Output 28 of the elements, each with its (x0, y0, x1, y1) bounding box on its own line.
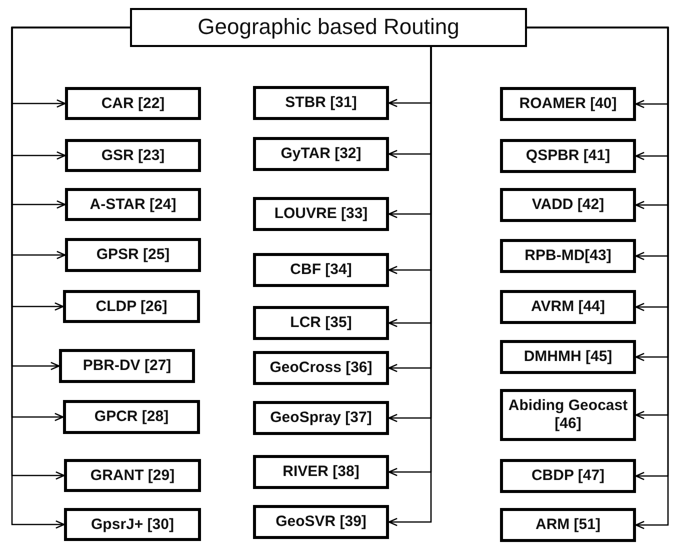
method-box: GpsrJ+ [30] (64, 508, 201, 541)
method-box: CLDP [26] (63, 290, 200, 323)
method-box: ARM [51] (500, 508, 636, 542)
method-box: RIVER [38] (253, 455, 389, 489)
method-box: LCR [35] (253, 306, 389, 340)
method-box: ROAMER [40] (500, 87, 636, 121)
method-box: DMHMH [45] (500, 340, 636, 374)
method-box: VADD [42] (500, 188, 636, 222)
method-box: STBR [31] (253, 86, 389, 120)
method-box: GSR [23] (65, 139, 201, 172)
method-box: GPCR [28] (63, 400, 200, 434)
method-box: PBR-DV [27] (59, 349, 195, 383)
method-box: GPSR [25] (65, 238, 201, 272)
method-box: GRANT [29] (64, 459, 201, 492)
method-box: GyTAR [32] (253, 137, 389, 171)
method-box: QSPBR [41] (500, 139, 636, 173)
method-box: CAR [22] (65, 87, 201, 120)
category-box: Geographic based Routing (130, 8, 527, 47)
method-box: CBF [34] (253, 253, 389, 287)
method-box: CBDP [47] (500, 459, 636, 493)
method-box: GeoSpray [37] (253, 401, 389, 435)
method-box: AVRM [44] (500, 290, 636, 324)
method-box: GeoSVR [39] (253, 505, 389, 539)
method-box: GeoCross [36] (253, 351, 389, 385)
method-box: LOUVRE [33] (253, 197, 389, 231)
method-box: Abiding Geocast [46] (500, 389, 636, 441)
method-box: A-STAR [24] (65, 188, 201, 221)
method-box: RPB-MD[43] (500, 239, 636, 273)
